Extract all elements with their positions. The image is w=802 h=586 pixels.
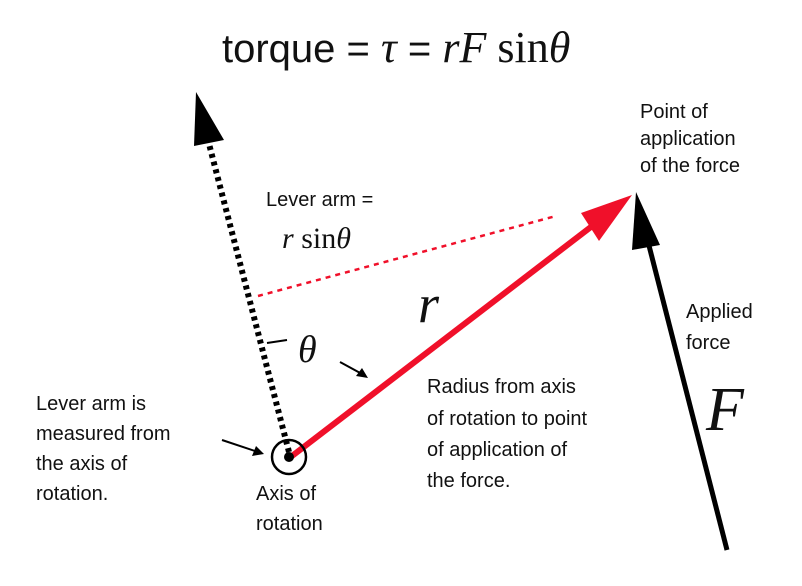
r-symbol: r (418, 274, 440, 334)
radius-arrowhead (581, 195, 632, 241)
label-point-of-application: Point of application of the force (640, 101, 741, 177)
theta-tick (266, 339, 288, 344)
force-vector (642, 229, 730, 551)
label-lever-measured: Lever arm is measured from the axis of r… (36, 393, 176, 505)
label-applied-force: Applied force (686, 301, 758, 354)
label-lever-arm: Lever arm = (266, 189, 373, 211)
label-axis-of-rotation: Axis of rotation (256, 483, 323, 535)
theta-symbol: θ (298, 329, 317, 371)
title-formula: torque = τ = rF sinθ (222, 23, 570, 72)
pointer-arrow-lever (221, 439, 259, 453)
label-lever-arm-formula: r sinθ (282, 222, 351, 255)
force-arrowhead (632, 192, 660, 250)
label-radius-description: Radius from axis of rotation to point of… (427, 376, 593, 492)
radius-vector (290, 217, 602, 459)
reference-arrowhead (194, 92, 224, 146)
axis-circle-icon (270, 438, 308, 476)
theta-arrow (339, 361, 363, 375)
axis-dot-icon (284, 452, 294, 462)
lever-arm-line (257, 214, 557, 298)
pointer-arrowhead-lever (252, 446, 264, 456)
theta-arrowhead (356, 368, 368, 378)
F-symbol: F (705, 376, 745, 444)
dotted-reference-line (205, 139, 292, 453)
